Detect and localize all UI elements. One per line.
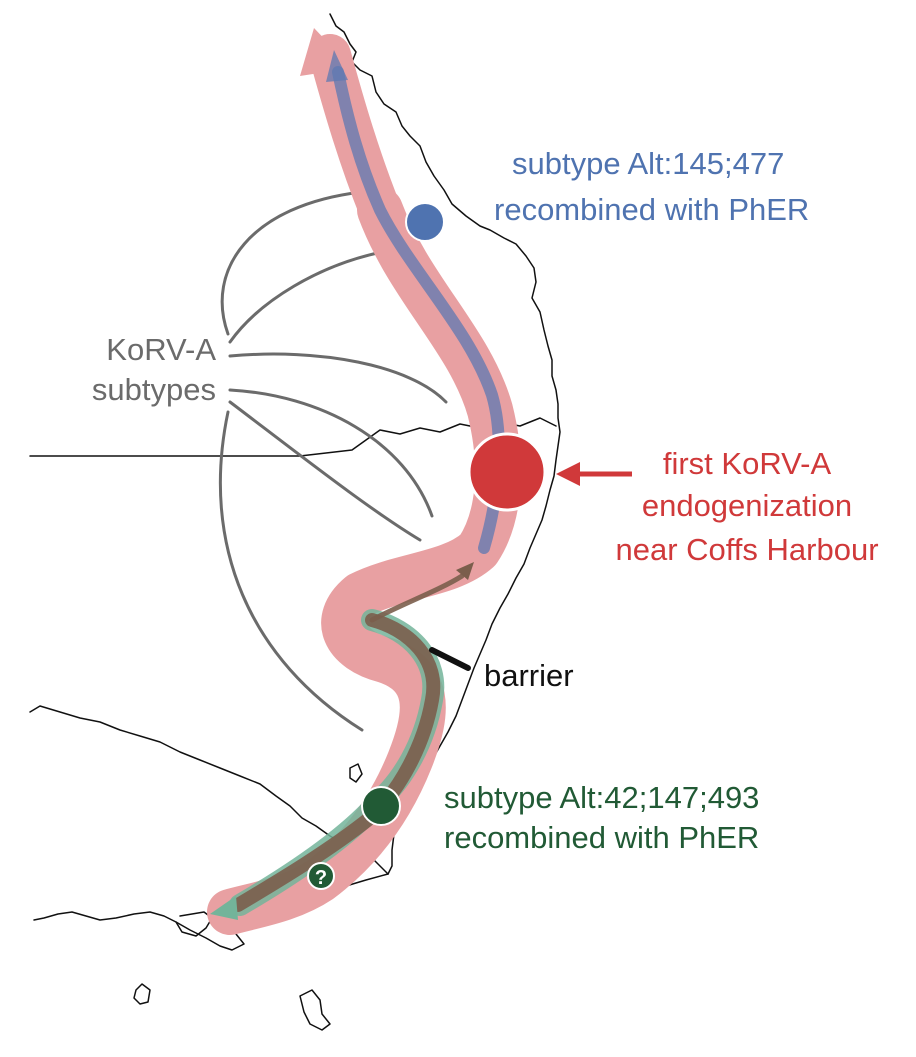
question-mark-label: ?: [315, 867, 327, 889]
korv-subtypes-label-line2: subtypes: [92, 372, 216, 407]
subtype-arc: [228, 250, 384, 344]
subtype-arc: [220, 190, 364, 336]
subtype-arc: [218, 410, 364, 732]
port-phillip-inlet: [175, 911, 213, 937]
islet: [349, 763, 363, 783]
origin-label-line3: near Coffs Harbour: [615, 532, 878, 567]
green-subtype-label-line2: recombined with PhER: [444, 820, 759, 855]
southern-route: [210, 562, 474, 920]
labels: subtype Alt:145;477 recombined with PhER…: [92, 146, 879, 855]
korv-subtypes-label-line1: KoRV-A: [106, 332, 216, 367]
origin-label-line2: endogenization: [642, 488, 852, 523]
green-route-arrowhead-icon: [210, 896, 238, 920]
blue-subtype-label-line2: recombined with PhER: [494, 192, 809, 227]
subtype-arc: [228, 400, 422, 542]
question-mark-icon: [307, 862, 335, 890]
brown-route-line: [231, 613, 441, 912]
unknown-marker: ?: [307, 862, 335, 890]
origin-arrowhead-icon: [556, 462, 580, 486]
origin-pointer: [556, 462, 632, 486]
blue-subtype-marker: [405, 202, 445, 242]
subtype-arc: [228, 352, 448, 404]
blue-route-arrowhead-icon: [326, 50, 348, 82]
brown-route-arrowhead-icon: [456, 562, 474, 580]
subtype-arc: [228, 388, 434, 518]
blue-subtype-label-line1: subtype Alt:145;477: [512, 146, 784, 181]
green-subtype-label-line1: subtype Alt:42;147;493: [444, 780, 759, 815]
subtype-lines: [218, 190, 448, 732]
origin-marker: [467, 432, 547, 512]
east-coastline: [329, 13, 561, 875]
barrier-line: [429, 647, 471, 671]
islet: [299, 989, 331, 1031]
green-subtype-marker: [361, 786, 401, 826]
brown-route-upper: [369, 573, 465, 623]
islet: [133, 983, 151, 1005]
origin-label-line1: first KoRV-A: [663, 446, 832, 481]
barrier-label: barrier: [484, 658, 574, 693]
